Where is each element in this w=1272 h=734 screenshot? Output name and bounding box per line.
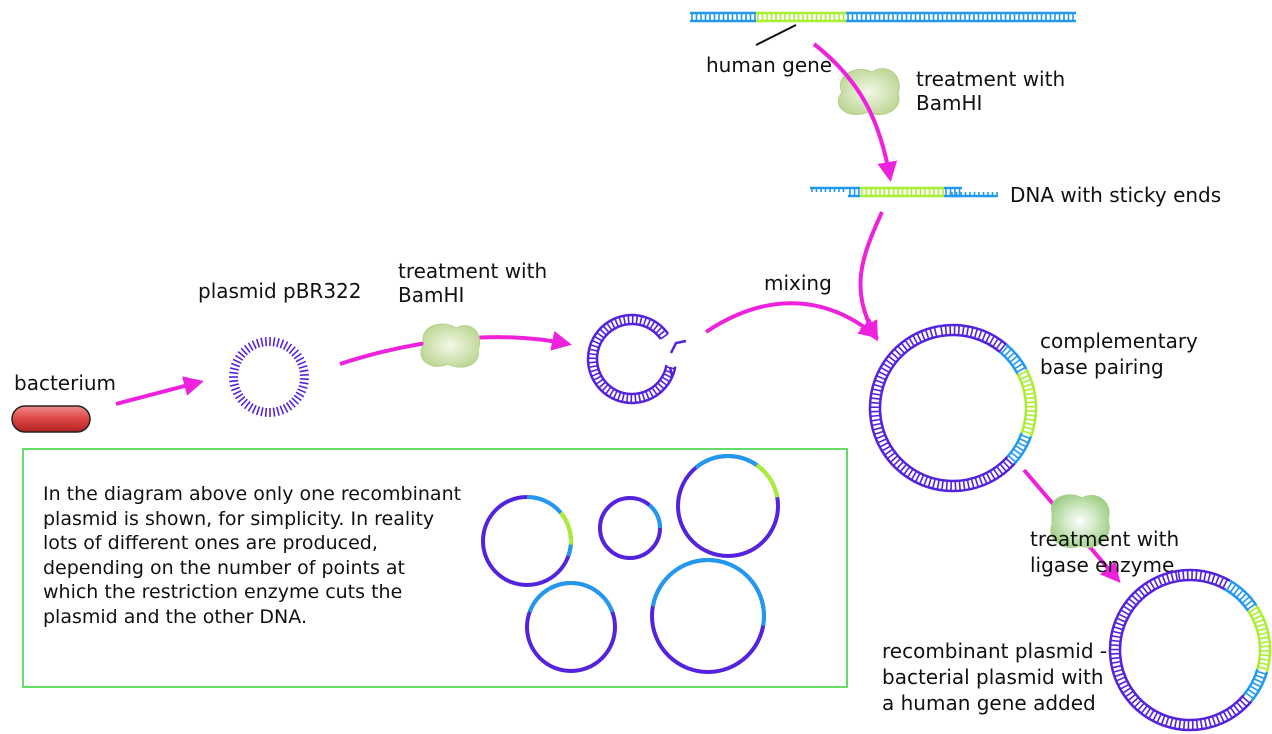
plasmid-variants — [481, 454, 780, 674]
variant-1-gene — [559, 511, 573, 546]
plasmid-pbr322 — [229, 336, 309, 418]
complementary-label-1: complementary — [1040, 329, 1198, 353]
human-gene-label: human gene — [706, 53, 832, 77]
arrow-gene-to-mixing — [858, 211, 884, 342]
plasmid3-ring — [868, 323, 1038, 493]
variant-3-gene — [755, 463, 780, 498]
treatment-bamhi-top-label-2: BamHI — [916, 91, 982, 115]
info-note-text: In the diagram above only one recombinan… — [43, 483, 462, 628]
variant-3-flank-a — [694, 454, 758, 470]
recombinant-label-2: bacterial plasmid with — [882, 665, 1104, 689]
recombinant-plasmid — [1108, 568, 1272, 732]
bacterium-cell — [11, 405, 91, 433]
bacterium-label: bacterium — [14, 371, 116, 395]
treatment-bamhi-mid-label-1: treatment with — [398, 259, 547, 283]
arrow-digest-gene — [812, 42, 898, 182]
plasmid-label: plasmid pBR322 — [198, 279, 362, 303]
variant-1-flank-a — [526, 495, 563, 515]
recombinant-label-1: recombinant plasmid - — [882, 639, 1107, 663]
cut-plasmid — [586, 313, 687, 405]
sticky-gene-segment — [860, 186, 944, 198]
flanking-dna-left — [690, 11, 756, 23]
plasmid4-ring — [1108, 568, 1272, 732]
plasmid1-ring — [229, 336, 309, 418]
info-box: In the diagram above only one recombinan… — [22, 448, 848, 688]
variant-1-flank-b — [566, 544, 573, 557]
sticky-overhang-right — [950, 192, 998, 198]
cut-end-upper — [669, 339, 687, 354]
human-gene-pointer — [755, 24, 797, 46]
human-gene-segment — [756, 11, 846, 23]
ligase-label-1: treatment with — [1030, 527, 1179, 551]
plasmid2-ring — [586, 313, 677, 405]
ligase-label-2: ligase enzyme — [1030, 553, 1174, 577]
treatment-bamhi-mid-label-2: BamHI — [398, 283, 464, 307]
complementary-label-2: base pairing — [1040, 355, 1164, 379]
sticky-end-dna — [810, 186, 998, 198]
sticky-ends-label: DNA with sticky ends — [1010, 183, 1221, 207]
arrow-bacterium-to-plasmid — [115, 376, 204, 406]
mixing-label: mixing — [764, 271, 832, 295]
bamhi-enzyme-middle — [420, 323, 480, 368]
recombinant-label-3: a human gene added — [882, 691, 1096, 715]
genomic-dna-strand — [690, 11, 1076, 23]
cut-end-lower — [668, 366, 674, 377]
treatment-bamhi-top-label-1: treatment with — [916, 67, 1065, 91]
bamhi-enzyme-top — [837, 68, 900, 116]
variant-2-flank — [647, 503, 662, 529]
sticky-overhang-left — [810, 186, 848, 192]
variant-4-flank — [527, 581, 615, 613]
variant-5-flank — [650, 558, 766, 627]
flanking-dna-right — [846, 11, 1076, 23]
ligase-enzyme — [1050, 494, 1110, 548]
sticky-flank-left — [848, 186, 860, 198]
arrow-mixing — [704, 301, 880, 339]
paired-plasmid — [868, 323, 1038, 493]
